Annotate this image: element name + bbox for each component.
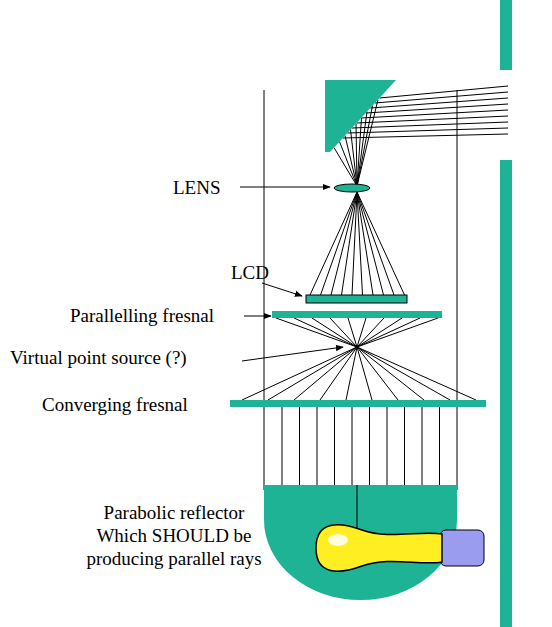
ray [387, 407, 388, 485]
ray [357, 318, 402, 347]
ray [352, 407, 353, 485]
part-label: LCD [231, 262, 269, 285]
lamp-bulb [316, 525, 442, 571]
bulb-base [440, 530, 484, 566]
ray [357, 192, 394, 295]
ray [357, 318, 438, 347]
ray [357, 347, 424, 400]
ray [331, 192, 357, 295]
ray [346, 347, 357, 400]
ray [345, 136, 357, 186]
ray [330, 318, 357, 347]
part-label: Virtual point source (?) [10, 347, 187, 370]
ray [321, 192, 358, 295]
ray [357, 347, 476, 400]
ray [320, 347, 357, 400]
part-label: LENS [173, 177, 221, 200]
ray [352, 192, 357, 295]
ray [294, 318, 357, 347]
ray [347, 128, 508, 133]
ray [357, 116, 508, 123]
leader-arrow [240, 187, 330, 188]
tube-wall [457, 90, 458, 490]
ray [294, 347, 357, 400]
tube-wall [264, 90, 265, 490]
ray [357, 347, 372, 400]
ray [343, 134, 508, 138]
lens [334, 184, 370, 192]
bulb-highlight [328, 534, 348, 546]
ray [404, 407, 405, 485]
wall [500, 0, 512, 70]
ray [242, 347, 357, 400]
ray [334, 407, 335, 485]
parabolic-reflector [264, 485, 457, 600]
ray [369, 407, 370, 485]
parallelling-fresnel [272, 311, 442, 318]
ray [422, 407, 423, 485]
leader-arrow [244, 316, 271, 317]
ray [357, 347, 450, 400]
ray [299, 407, 300, 485]
wall [500, 160, 512, 627]
ray [317, 407, 318, 485]
converging-fresnel [230, 400, 486, 407]
ray [312, 318, 357, 347]
prism-mirror [325, 80, 396, 152]
ray [282, 407, 283, 485]
ray [439, 407, 440, 485]
part-label: Parallelling fresnal [70, 305, 214, 328]
light-rays [242, 86, 508, 485]
ray [348, 318, 357, 347]
ray [375, 92, 508, 103]
ray [268, 347, 357, 400]
note-label: Parabolic reflector Which SHOULD be prod… [80, 502, 268, 570]
lcd-panel [306, 295, 407, 303]
ray [342, 192, 358, 295]
ray [380, 86, 509, 98]
ray [357, 347, 398, 400]
ray [357, 192, 384, 295]
ray [276, 318, 357, 347]
leader-arrow [262, 283, 302, 296]
ray [357, 318, 420, 347]
ray [352, 122, 508, 128]
ray [310, 192, 357, 295]
ray [370, 98, 508, 108]
ray [357, 192, 405, 295]
leader-arrow [242, 347, 343, 361]
part-label: Converging fresnal [42, 394, 188, 417]
